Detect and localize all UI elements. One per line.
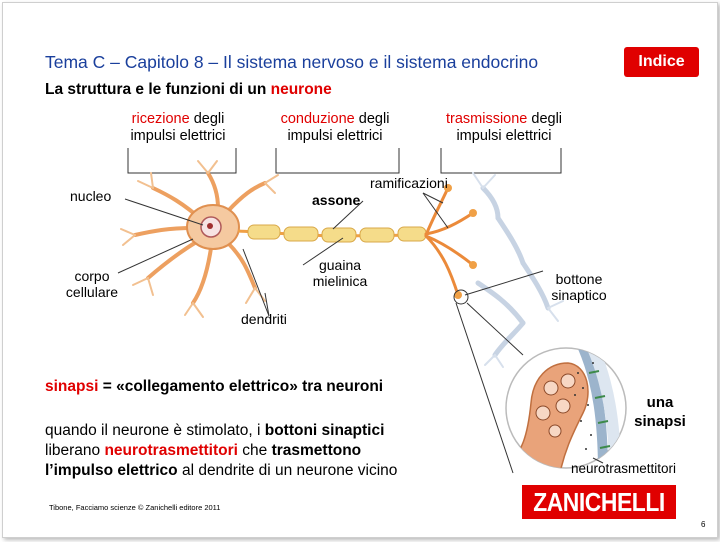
label-nucleo: nucleo bbox=[70, 188, 111, 204]
expl-part1: quando il neurone è stimolato, i bbox=[45, 422, 265, 439]
expl-part5: che bbox=[238, 442, 272, 459]
label-guaina: guaina bbox=[319, 257, 361, 273]
zanichelli-logo: ZANICHELLI bbox=[522, 485, 676, 519]
label-sinaptico: sinaptico bbox=[551, 287, 606, 303]
label-bottone: bottone bbox=[556, 271, 603, 287]
label-sinapsi: sinapsi bbox=[634, 413, 686, 430]
explanation-paragraph: quando il neurone è stimolato, i bottoni… bbox=[45, 421, 475, 481]
label-cellulare: cellulare bbox=[66, 284, 118, 300]
label-corpo-cellulare: corpo cellulare bbox=[55, 268, 129, 300]
label-mielinica: mielinica bbox=[313, 273, 367, 289]
label-una-sinapsi: una sinapsi bbox=[625, 393, 695, 431]
expl-bottoni: bottoni sinaptici bbox=[265, 422, 385, 439]
label-ramificazioni: ramificazioni bbox=[370, 175, 448, 191]
label-guaina-mielinica: guaina mielinica bbox=[299, 257, 381, 289]
expl-part8: al dendrite di un neurone vicino bbox=[178, 462, 398, 479]
footer-credit: Tibone, Facciamo scienze © Zanichelli ed… bbox=[49, 503, 220, 512]
definition-term: sinapsi bbox=[45, 378, 98, 395]
expl-trasmettono: trasmettono bbox=[272, 442, 362, 459]
synapse-definition: sinapsi = «collegamento elettrico» tra n… bbox=[45, 377, 383, 397]
label-una: una bbox=[647, 394, 674, 411]
label-bottone-sinaptico: bottone sinaptico bbox=[539, 271, 619, 303]
label-corpo: corpo bbox=[74, 268, 109, 284]
expl-impulso: l’impulso elettrico bbox=[45, 462, 178, 479]
label-dendriti: dendriti bbox=[241, 311, 287, 327]
expl-part3: liberano bbox=[45, 442, 104, 459]
expl-neurotrasmettitori: neurotrasmettitori bbox=[104, 442, 238, 459]
page-number: 6 bbox=[701, 520, 705, 529]
label-assone: assone bbox=[312, 192, 360, 208]
label-neurotrasmettitori: neurotrasmettitori bbox=[571, 461, 676, 477]
definition-rest: = «collegamento elettrico» tra neuroni bbox=[98, 378, 383, 395]
